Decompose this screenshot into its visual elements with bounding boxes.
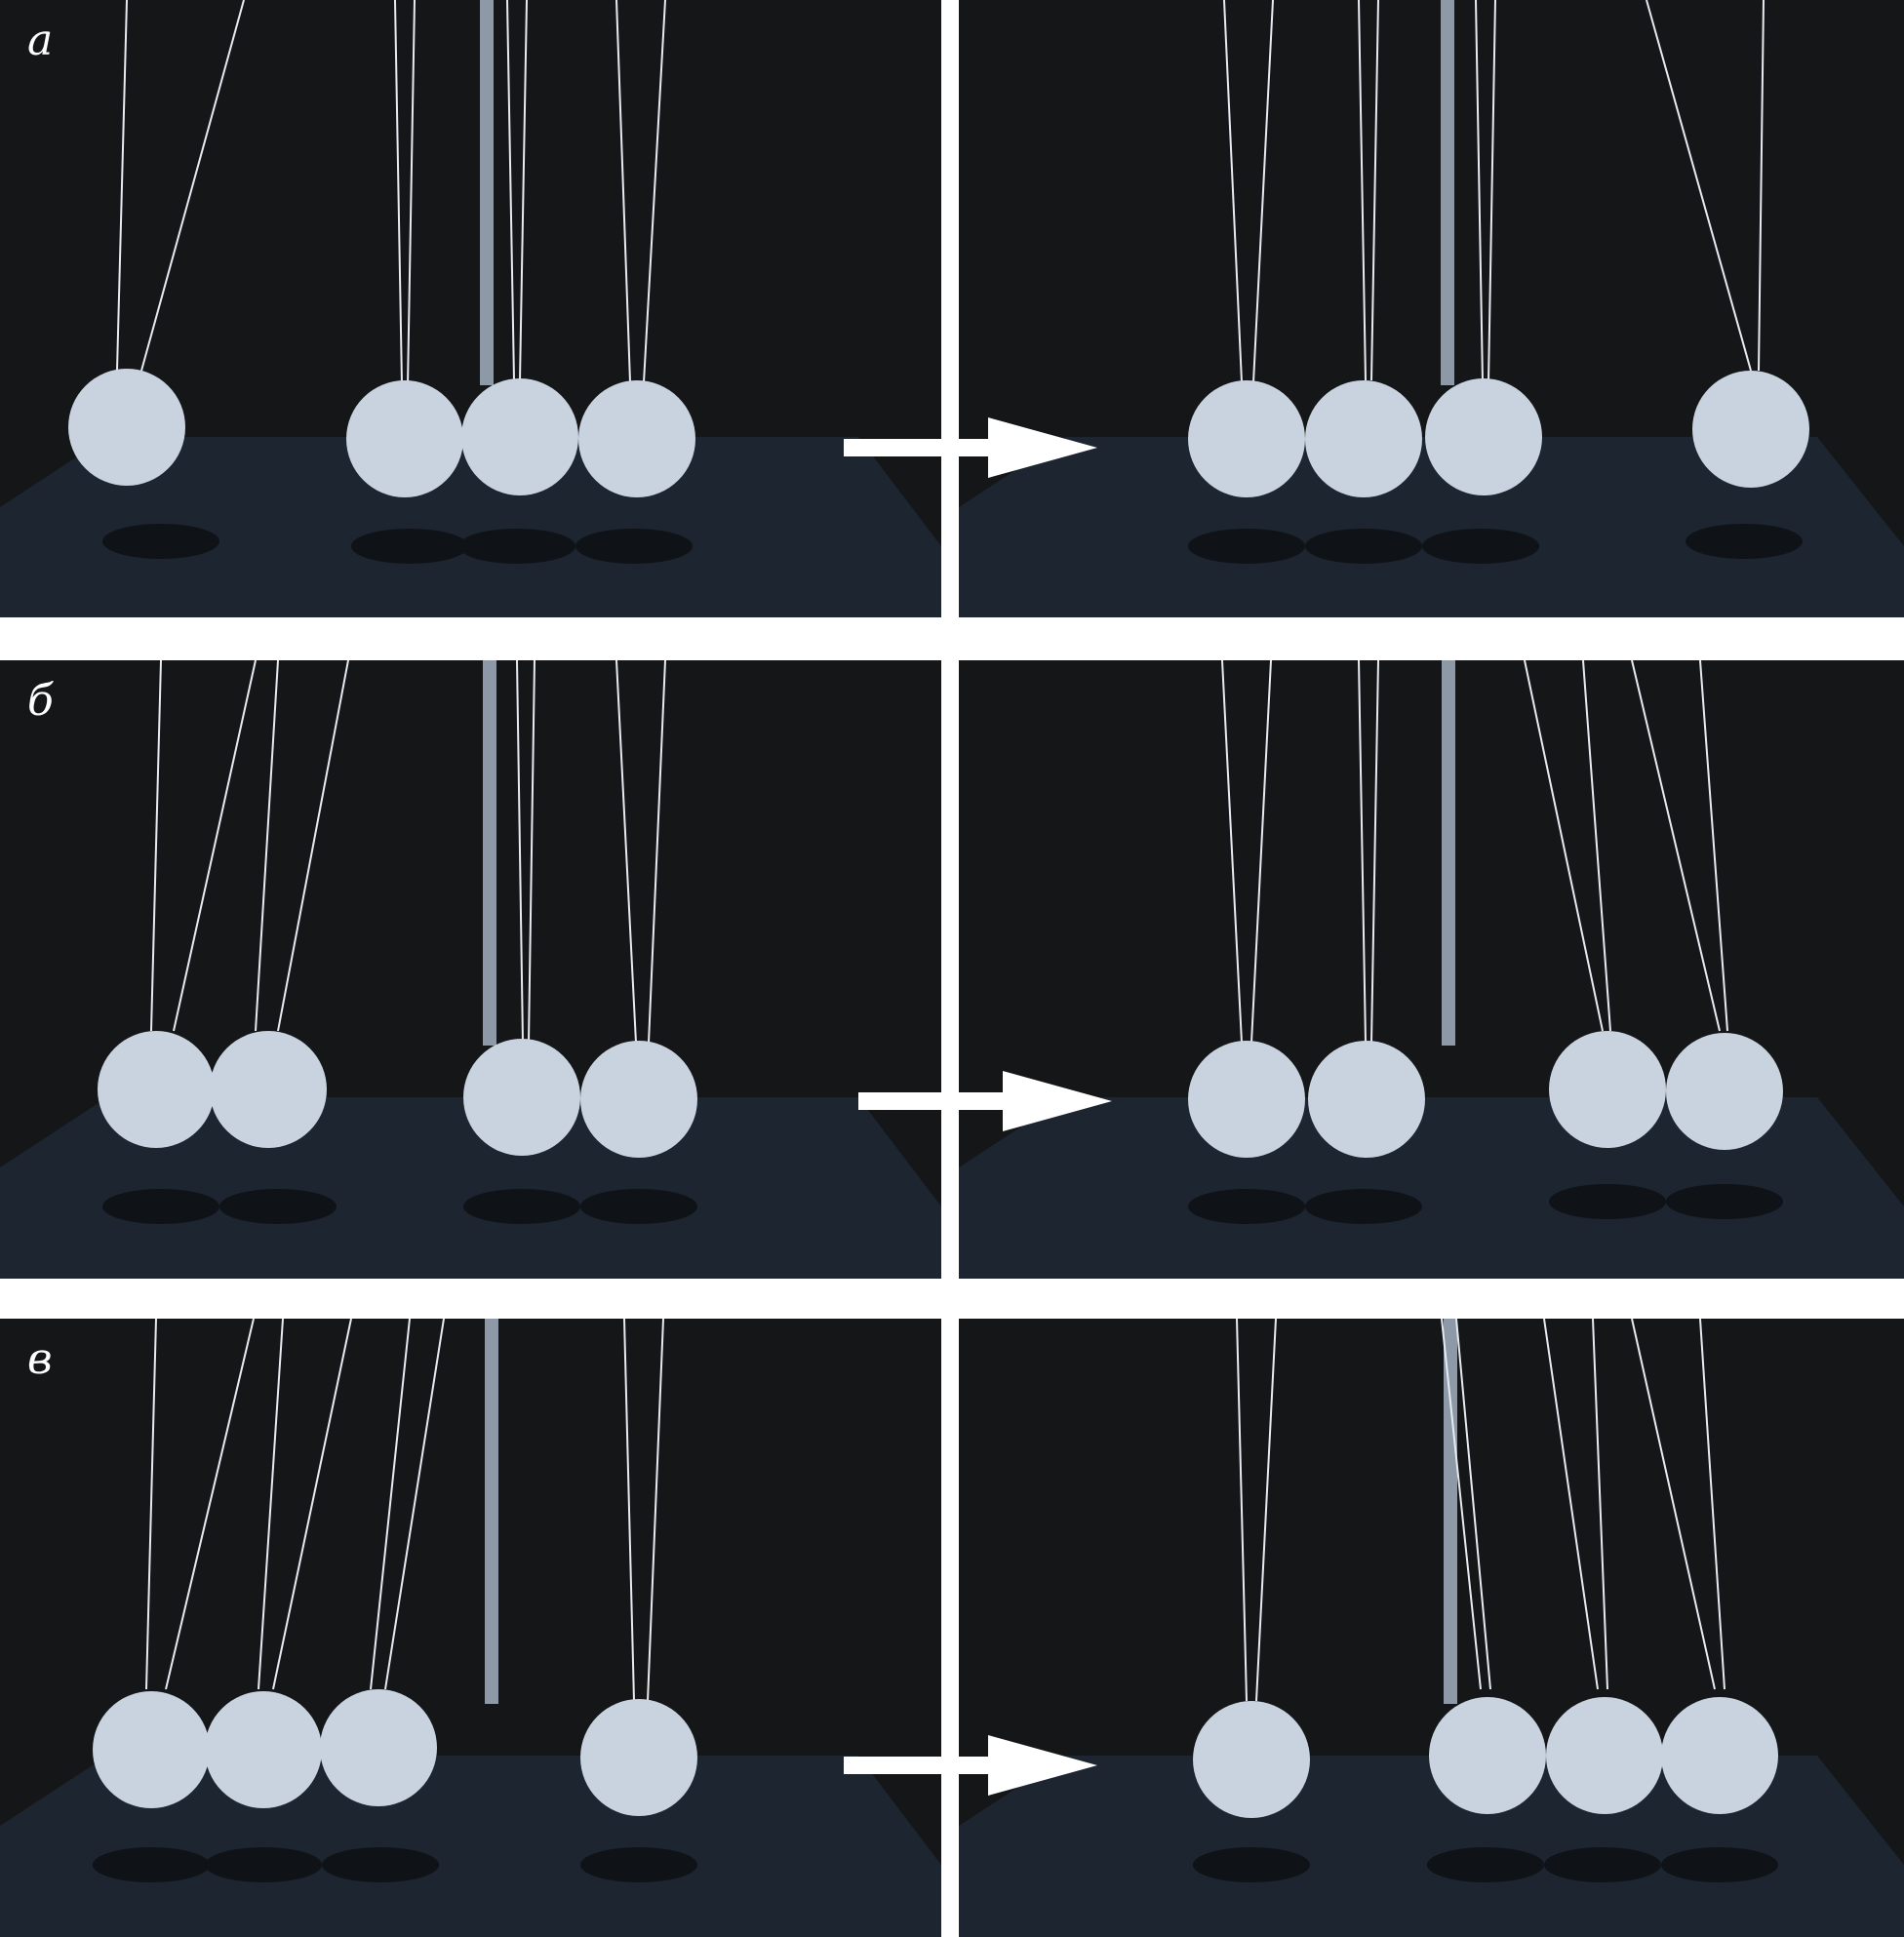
photo-after-v: [959, 1319, 1904, 1937]
cradle-after-a-image: [959, 0, 1904, 617]
figure-row-v: в: [0, 1319, 1904, 1937]
cradle-after-v-image: [959, 1319, 1904, 1937]
right-arrow-icon: [858, 1071, 1112, 1131]
figure-row-b: б: [0, 660, 1904, 1279]
photo-after-a: [959, 0, 1904, 617]
photo-after-b: [959, 660, 1904, 1279]
cradle-before-v-image: [0, 1319, 941, 1937]
row-label-b: б: [27, 676, 54, 726]
photo-before-b: б: [0, 660, 941, 1279]
photo-before-v: в: [0, 1319, 941, 1937]
photo-before-a: а: [0, 0, 941, 617]
right-arrow-icon: [844, 417, 1097, 478]
row-label-a: а: [27, 16, 54, 65]
figure-row-a: а: [0, 0, 1904, 617]
cradle-before-a-image: [0, 0, 941, 617]
row-label-v: в: [27, 1334, 53, 1384]
cradle-before-b-image: [0, 660, 941, 1279]
cradle-after-b-image: [959, 660, 1904, 1279]
right-arrow-icon: [844, 1735, 1097, 1796]
